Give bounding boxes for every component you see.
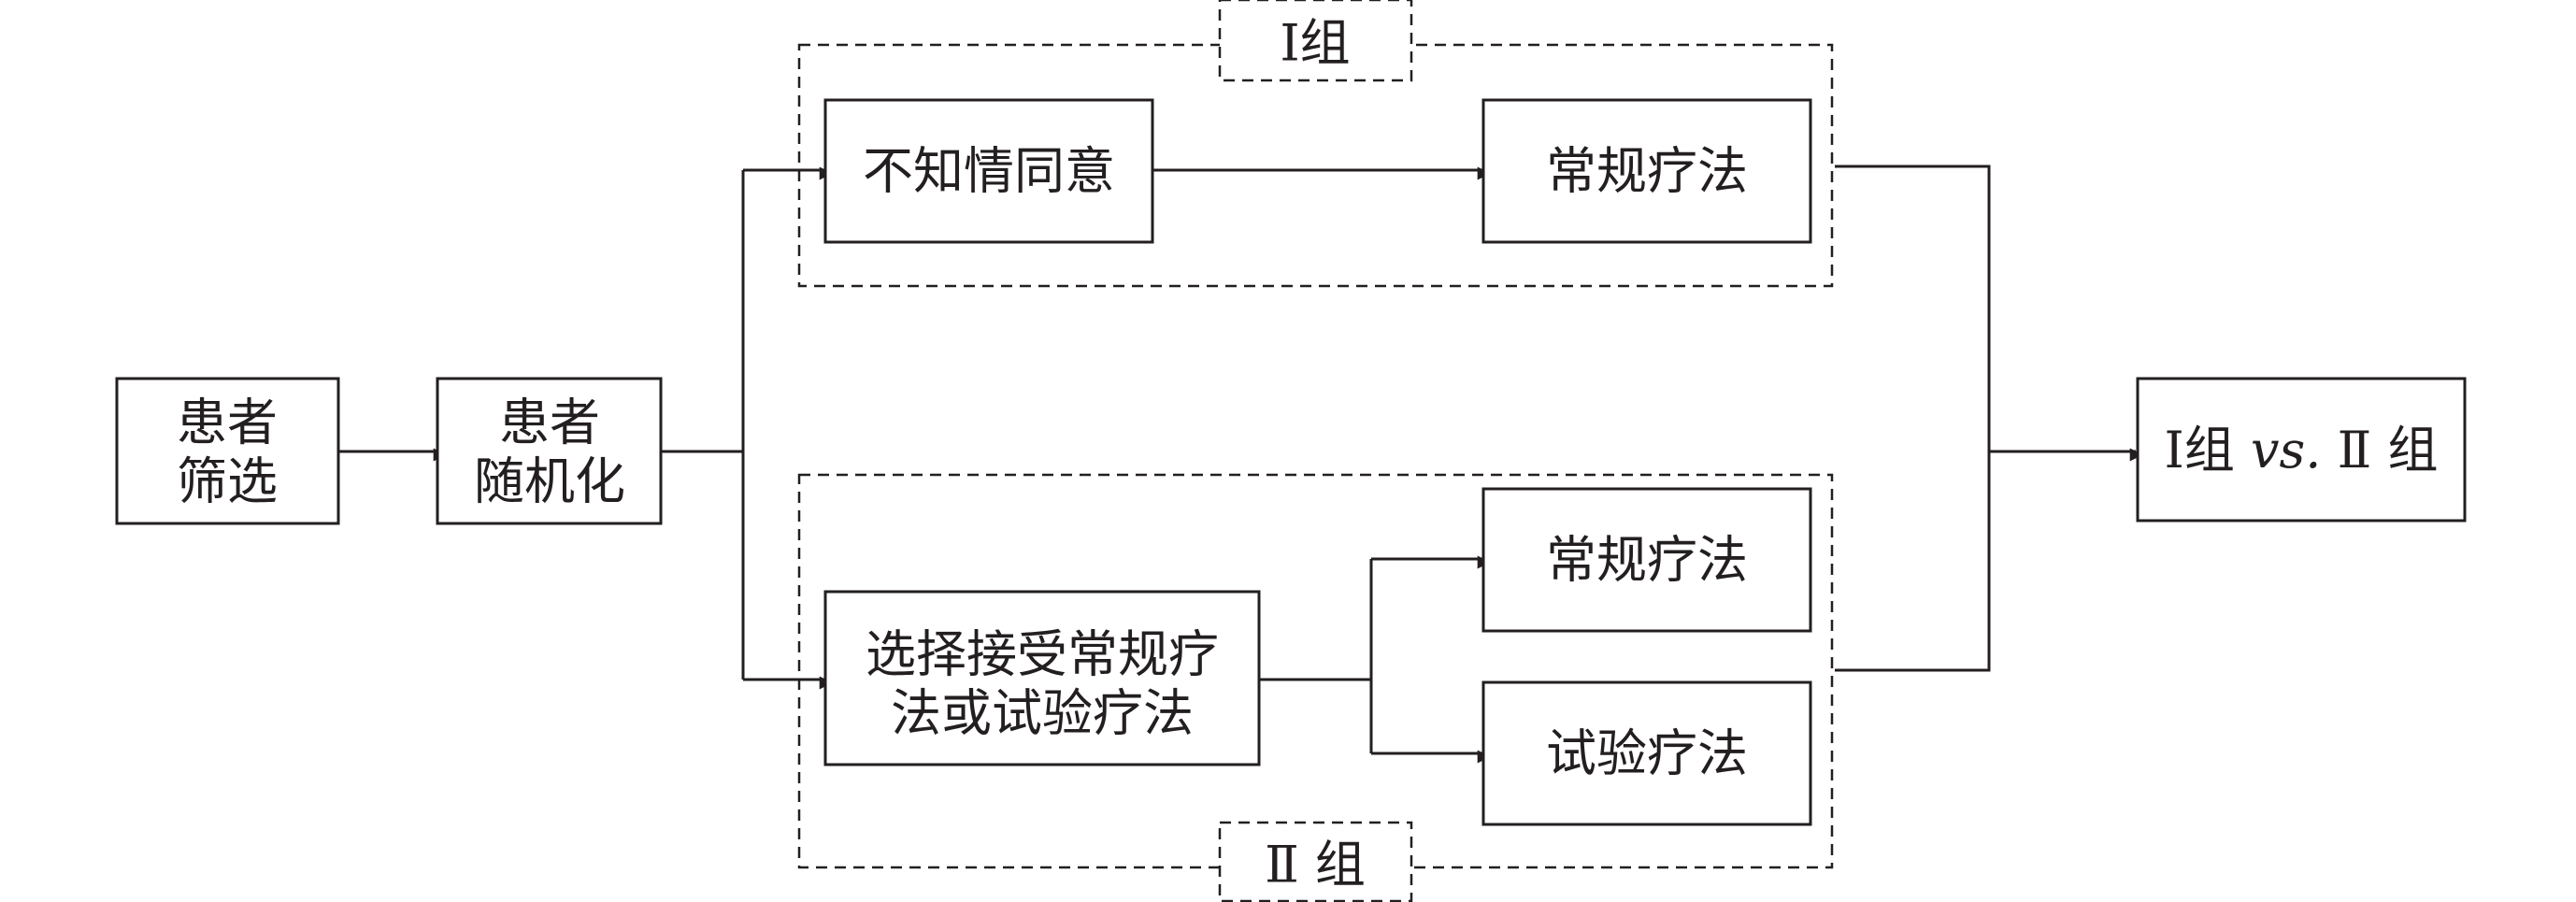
node-randomize: 患者 随机化: [436, 377, 663, 525]
group2-container: [797, 473, 1834, 869]
group1-title: Ⅰ组: [1280, 14, 1350, 73]
node-compare-label: Ⅰ组 vs. Ⅱ 组: [2165, 421, 2439, 480]
compare-vs: vs.: [2251, 421, 2321, 480]
node-group2-conventional: 常规疗法: [1481, 487, 1812, 633]
node-screen: 患者 筛选: [115, 377, 340, 525]
node-randomize-line2: 随机化: [474, 452, 625, 511]
node-no-consent-label: 不知情同意: [863, 142, 1115, 201]
node-group1-conventional-label: 常规疗法: [1546, 142, 1748, 201]
node-choose-therapy-line2: 法或试验疗法: [891, 684, 1194, 743]
group1-tag: [1218, 0, 1413, 82]
node-group2-trial: 试验疗法: [1481, 680, 1812, 826]
node-screen-line2: 筛选: [177, 452, 278, 511]
node-randomize-line1: 患者: [499, 394, 600, 452]
node-group1-conventional: 常规疗法: [1481, 98, 1812, 244]
group2-tag: [1218, 821, 1413, 902]
compare-group1: Ⅰ组: [2165, 421, 2235, 480]
node-screen-line1: 患者: [177, 394, 278, 452]
node-choose-therapy-line1: 选择接受常规疗: [866, 625, 1219, 684]
group2-title: Ⅱ 组: [1265, 836, 1366, 895]
line-group1-out: [1835, 165, 1991, 672]
node-choose-therapy: 选择接受常规疗 法或试验疗法: [823, 590, 1261, 766]
node-group2-trial-label: 试验疗法: [1546, 724, 1748, 783]
node-no-consent: 不知情同意: [823, 98, 1154, 244]
node-compare: Ⅰ组 vs. Ⅱ 组: [2136, 377, 2467, 523]
node-group2-conventional-label: 常规疗法: [1546, 531, 1748, 590]
compare-group2: Ⅱ 组: [2338, 421, 2439, 480]
